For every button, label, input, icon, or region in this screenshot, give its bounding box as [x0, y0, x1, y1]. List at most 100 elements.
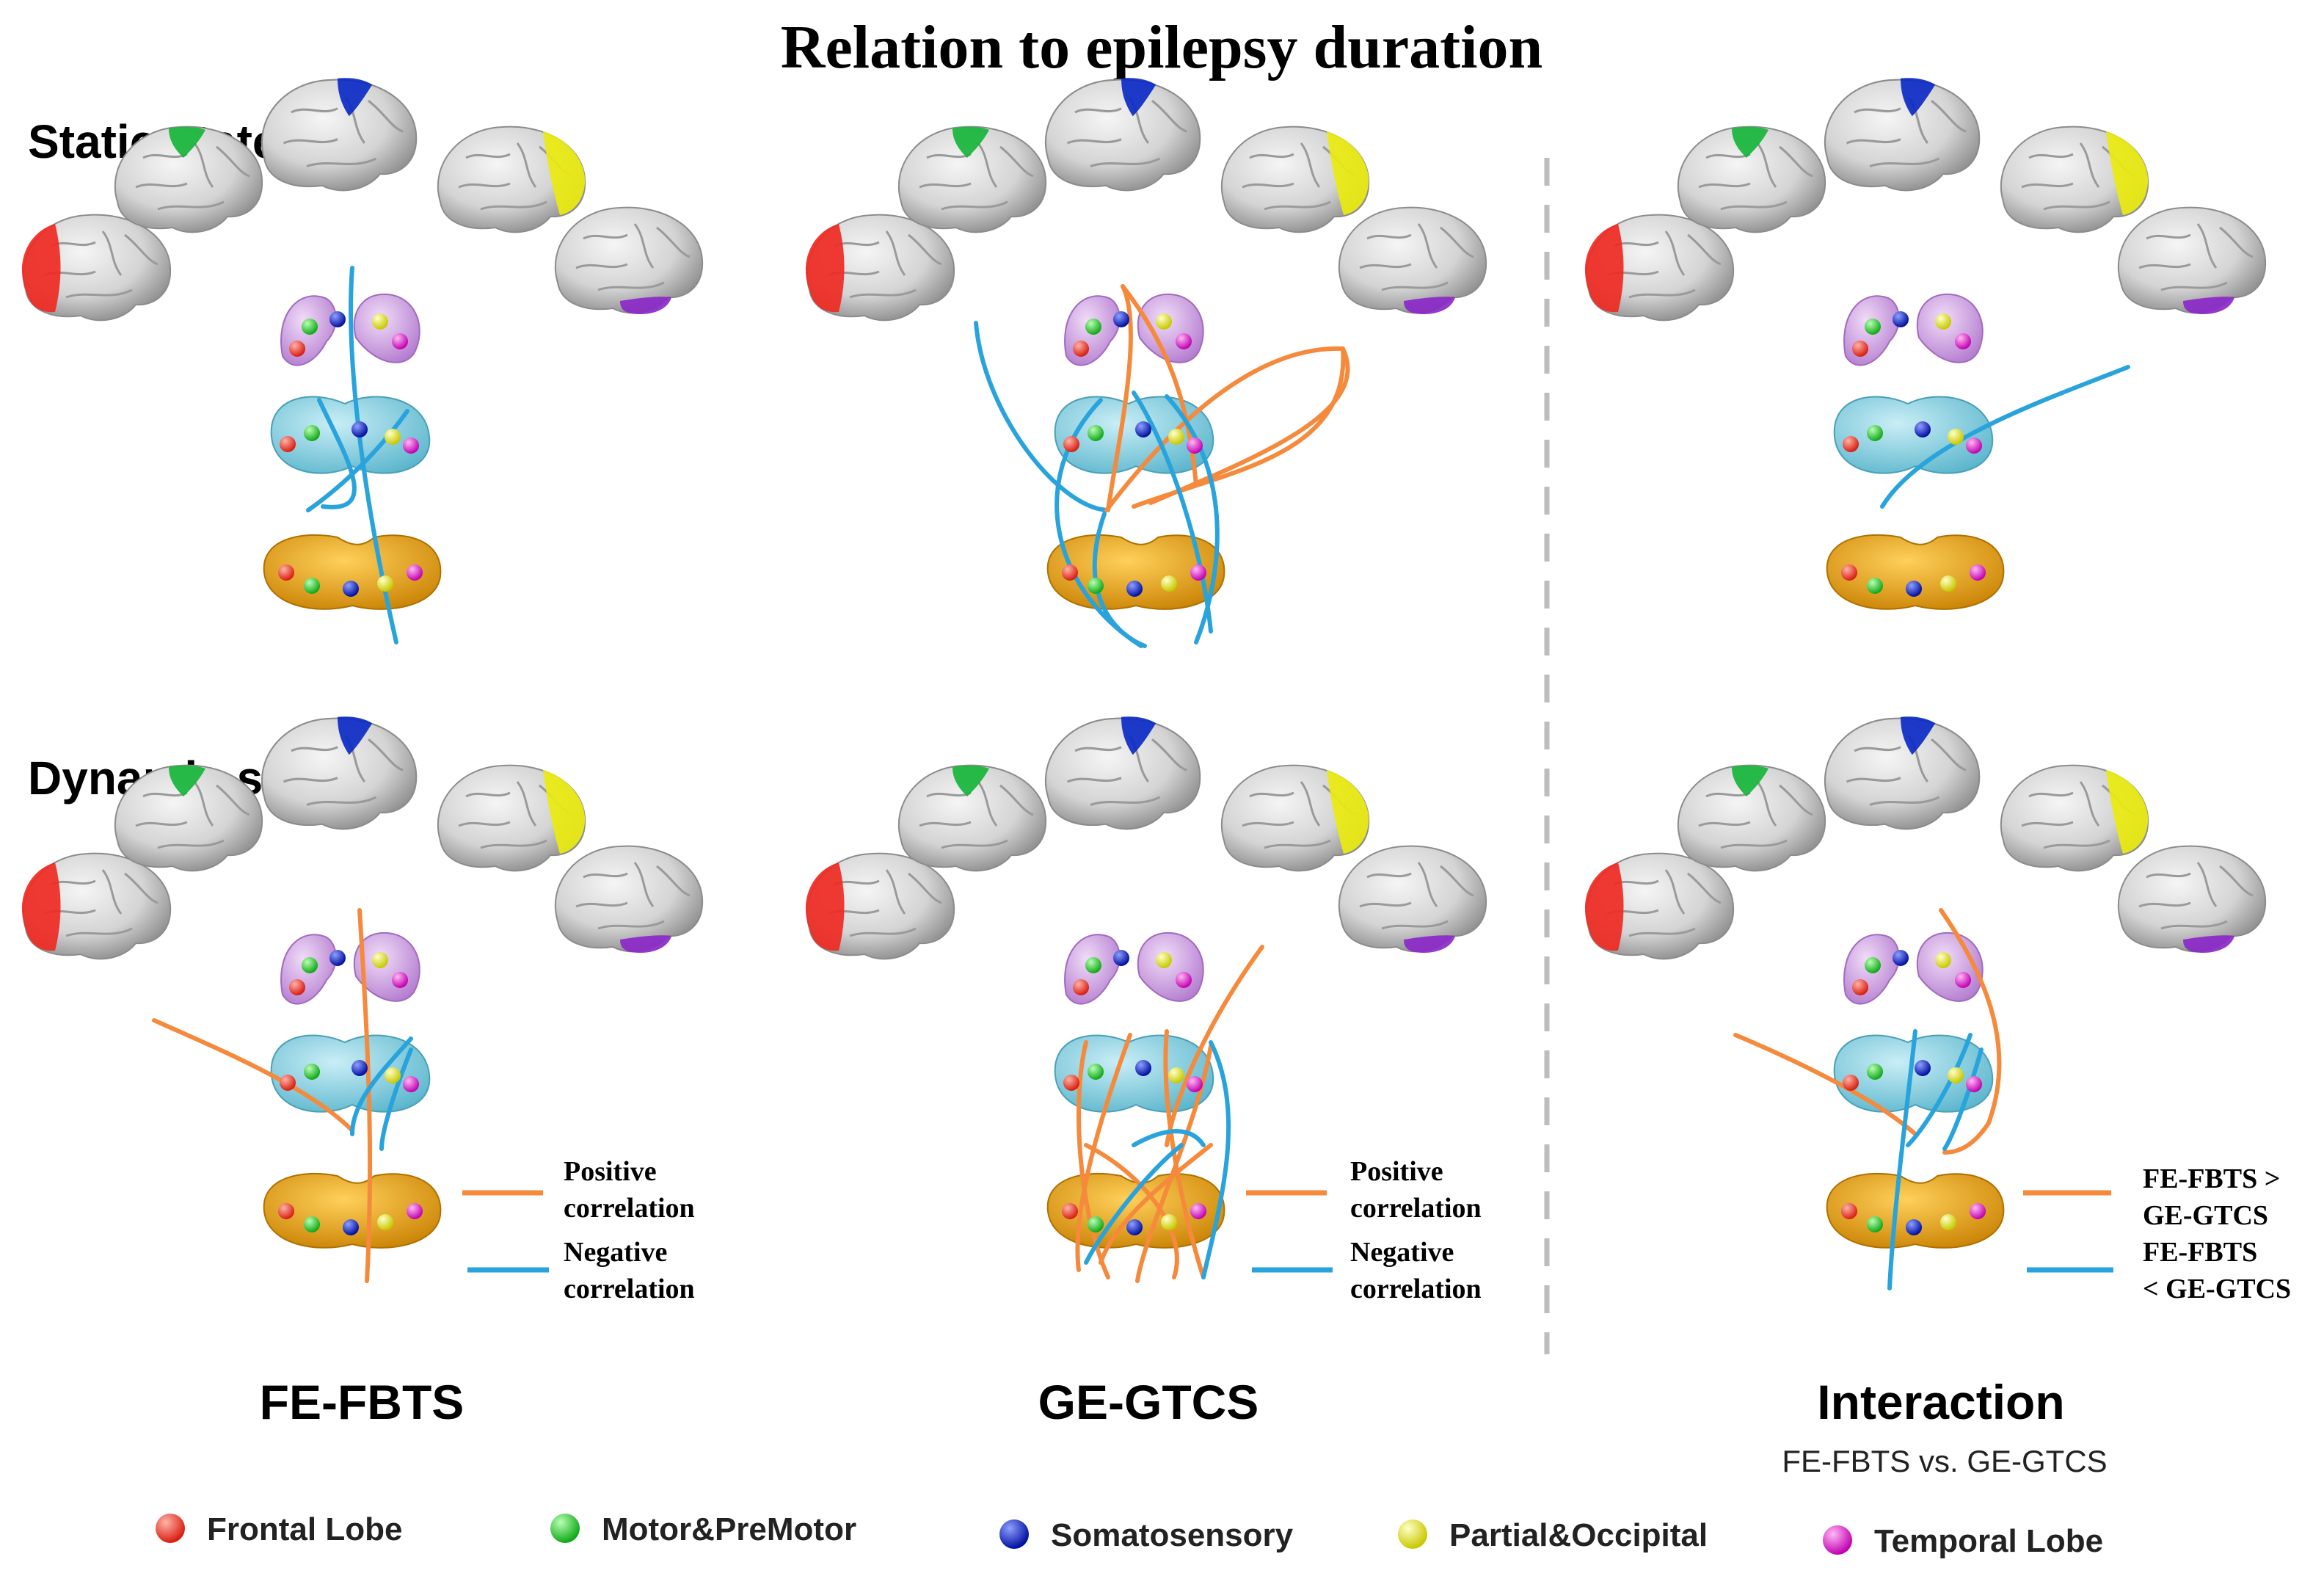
negative-connection — [974, 321, 1109, 512]
brain-lateral-icon — [1044, 716, 1201, 830]
brain-lateral-icon — [805, 214, 955, 322]
negative-connection — [1201, 1040, 1231, 1279]
sulcus — [306, 157, 377, 167]
panel-static-ge-gtcs — [805, 78, 1487, 648]
sulcus — [1151, 738, 1187, 771]
line-legend-interaction: FE-FBTS > GE-GTCS FE-FBTS < GE-GTCS — [2023, 1163, 2291, 1304]
sulcus — [2138, 901, 2191, 908]
parietal-dot — [385, 429, 401, 445]
parietal-dot — [1156, 313, 1172, 330]
parietal-dot — [1156, 952, 1172, 968]
motor-dot — [304, 578, 320, 594]
frontal-dot — [278, 1203, 294, 1219]
sulcus — [1664, 869, 1686, 915]
brain-lateral-icon — [2000, 126, 2149, 233]
motor-dot — [1865, 319, 1881, 335]
sulcus — [216, 784, 250, 816]
motor-dot — [302, 957, 318, 973]
legend-positive-1: Positive — [1350, 1156, 1443, 1187]
region-patch-somato — [338, 78, 373, 117]
region-patch-temporal — [1404, 935, 1455, 954]
sulcus — [480, 200, 547, 211]
sulcus — [597, 920, 665, 930]
sulcus — [1242, 821, 1294, 827]
sulcus — [1931, 738, 1967, 771]
positive-connection — [1084, 1143, 1179, 1279]
motor-dot — [304, 1216, 320, 1232]
brain-lateral-icon — [114, 764, 263, 872]
somato-dot — [1893, 950, 1909, 966]
cortex-surface — [1338, 206, 1487, 314]
sulcus — [2021, 821, 2074, 827]
brain-lateral-icon — [114, 126, 263, 233]
sulcus — [1242, 182, 1294, 189]
motor-dot — [1088, 578, 1104, 594]
parietal-dot — [1161, 575, 1177, 592]
sulcus — [1090, 796, 1161, 806]
sulcus — [193, 781, 214, 827]
region-patch-motor — [952, 765, 989, 796]
temporal-dot — [1176, 972, 1192, 988]
negative-connection — [1092, 512, 1147, 648]
sulcus — [1264, 839, 1331, 849]
frontal-dot — [1063, 1075, 1079, 1091]
sulcus — [480, 839, 547, 849]
frontal-dot — [1843, 436, 1859, 452]
legend-partial-occipital: Partial&Occipital — [1449, 1517, 1708, 1553]
sulcus — [1846, 138, 1901, 145]
temporal-dot — [1970, 1203, 1986, 1219]
cortex-surface — [1044, 717, 1201, 830]
negative-connection — [379, 1047, 413, 1151]
region-patch-somato — [1901, 716, 1936, 755]
motor-dot — [1867, 1064, 1883, 1080]
sulcus — [157, 200, 225, 211]
region-patch-parietal — [543, 131, 586, 215]
frontal-dot — [1063, 436, 1079, 452]
temporal-dot — [1970, 564, 1986, 581]
line-legend-fe-fbts: Positive correlation Negative correlatio… — [462, 1156, 695, 1304]
putamen-icon — [1137, 293, 1204, 363]
sulcus — [2028, 153, 2074, 159]
sulcus — [1366, 872, 1412, 879]
sulcus — [135, 821, 188, 827]
parietal-dot — [1935, 952, 1951, 968]
positive-connection — [1121, 284, 1198, 487]
brain-lateral-icon — [554, 206, 704, 315]
region-patch-frontal — [21, 862, 61, 951]
brain-lateral-icon — [1338, 206, 1487, 315]
frontal-dot — [289, 979, 305, 995]
parietal-dot — [372, 313, 388, 330]
somatosensory-dot — [999, 1519, 1029, 1549]
region-patch-frontal — [21, 224, 61, 313]
panel-dynamic-fe-fbts — [21, 716, 704, 1283]
sulcus — [2146, 872, 2191, 879]
legend-positive-2: correlation — [564, 1193, 695, 1224]
sulcus — [2021, 182, 2074, 189]
region-patch-temporal — [1404, 297, 1455, 315]
negative-connection — [1942, 1047, 1984, 1151]
sulcus — [849, 927, 917, 937]
negative-connection — [1906, 1033, 1973, 1147]
putamen-icon — [353, 293, 420, 363]
sulcus — [1074, 107, 1122, 114]
legend-less-2: < GE-GTCS — [2143, 1274, 2291, 1304]
parietal-dot — [377, 1214, 393, 1230]
negative-connection — [350, 1036, 413, 1136]
sulcus — [575, 263, 628, 269]
negative-connection — [1132, 1129, 1206, 1147]
brain-lateral-icon — [261, 78, 418, 192]
legend-motor-premotor: Motor&PreMotor — [602, 1511, 856, 1547]
legend-positive-1: Positive — [564, 1156, 657, 1187]
cortex-surface — [554, 206, 704, 314]
temporal-dot — [1187, 437, 1203, 454]
sulcus — [1249, 791, 1294, 798]
temporal-dot — [392, 972, 408, 988]
sulcus — [919, 821, 972, 827]
cortex-surface — [261, 79, 418, 192]
sulcus — [2079, 781, 2100, 827]
somato-dot — [1113, 311, 1129, 327]
parietal-dot — [385, 1067, 401, 1083]
region-patch-somato — [1121, 78, 1156, 117]
legend-less-1: FE-FBTS — [2143, 1237, 2257, 1268]
